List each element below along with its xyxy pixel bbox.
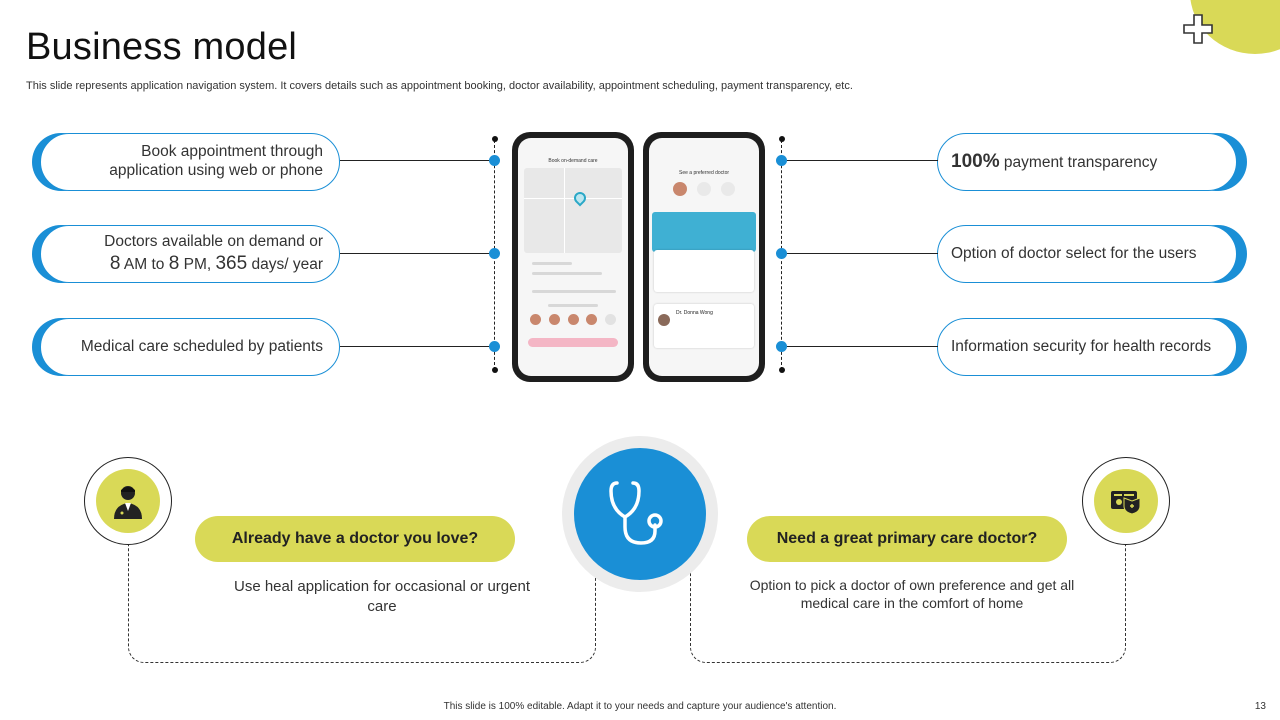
description-left: Use heal application for occasional or u… bbox=[233, 578, 530, 615]
feature-text-line: Doctors available on demand or bbox=[104, 232, 323, 250]
doctor-avatar-row bbox=[530, 314, 616, 325]
dashed-connector-left bbox=[128, 540, 596, 663]
phone-mockup-doctor: See a preferred doctor Dr. Donna Wong bbox=[643, 132, 765, 382]
stethoscope-badge bbox=[574, 448, 706, 580]
phone-mockup-booking: Book on-demand care bbox=[512, 132, 634, 382]
phone-screen-title: Book on-demand care bbox=[548, 158, 598, 164]
map-pin-icon bbox=[571, 189, 589, 207]
connector-end-dot bbox=[779, 136, 785, 142]
feature-text: Information security for health records bbox=[951, 337, 1212, 355]
feature-text: Option of doctor select for the users bbox=[951, 244, 1197, 262]
connector-line bbox=[340, 253, 495, 254]
feature-pill-booking: Book appointment through application usi… bbox=[32, 133, 342, 191]
connector-dot bbox=[489, 248, 500, 259]
feature-text: PM, bbox=[179, 255, 216, 273]
plus-icon bbox=[1183, 14, 1213, 44]
confirm-button bbox=[528, 338, 618, 347]
page-subtitle: This slide represents application naviga… bbox=[26, 80, 853, 92]
medical-card-icon bbox=[1111, 491, 1141, 515]
connector-end-dot bbox=[779, 367, 785, 373]
feature-text: days/ year bbox=[247, 255, 323, 273]
feature-number: 8 bbox=[109, 252, 121, 274]
question-pill-right: Need a great primary care doctor? bbox=[747, 516, 1067, 562]
dashed-connector-right bbox=[690, 540, 1126, 663]
footer-note: This slide is 100% editable. Adapt it to… bbox=[443, 701, 837, 712]
connector-end-dot bbox=[492, 136, 498, 142]
connector-dot bbox=[776, 248, 787, 259]
connector-line bbox=[783, 160, 938, 161]
connector-dot bbox=[776, 155, 787, 166]
stethoscope-icon bbox=[609, 481, 663, 545]
connector-line bbox=[340, 346, 495, 347]
page-number: 13 bbox=[1254, 701, 1266, 712]
connector-end-dot bbox=[492, 367, 498, 373]
connector-line bbox=[783, 253, 938, 254]
feature-text: payment transparency bbox=[999, 154, 1158, 172]
connector-dot bbox=[489, 155, 500, 166]
feature-pill-scheduling: Medical care scheduled by patients bbox=[32, 318, 342, 376]
page-title: Business model bbox=[26, 26, 298, 68]
connector-dot bbox=[489, 341, 500, 352]
feature-number: 8 bbox=[168, 252, 180, 274]
connector-line bbox=[783, 346, 938, 347]
feature-text-line: Book appointment through bbox=[141, 143, 323, 161]
feature-number: 365 bbox=[215, 252, 248, 274]
doctor-icon bbox=[114, 486, 142, 519]
connector-line bbox=[340, 160, 495, 161]
medical-card-icon-badge bbox=[1082, 457, 1170, 545]
feature-text: Medical care scheduled by patients bbox=[80, 337, 323, 355]
feature-number: 100% bbox=[951, 151, 1000, 173]
phone-screen-title: See a preferred doctor bbox=[678, 170, 730, 176]
doctor-icon-badge bbox=[84, 457, 172, 545]
description-right: Option to pick a doctor of own preferenc… bbox=[749, 577, 1075, 612]
feature-text-line: application using web or phone bbox=[109, 162, 323, 179]
feature-pill-doctor-select: Option of doctor select for the users bbox=[937, 225, 1247, 283]
feature-text: AM to bbox=[120, 255, 169, 273]
question-pill-left: Already have a doctor you love? bbox=[195, 516, 515, 562]
doctor-card bbox=[652, 212, 756, 252]
map-view bbox=[524, 168, 622, 253]
connector-dot bbox=[776, 341, 787, 352]
feature-pill-payment: 100% payment transparency bbox=[937, 133, 1247, 191]
doctor-card-name: Dr. Donna Wong bbox=[676, 310, 713, 316]
feature-pill-security: Information security for health records bbox=[937, 318, 1247, 376]
feature-pill-availability: Doctors available on demand or 8 AM to 8… bbox=[32, 225, 342, 283]
